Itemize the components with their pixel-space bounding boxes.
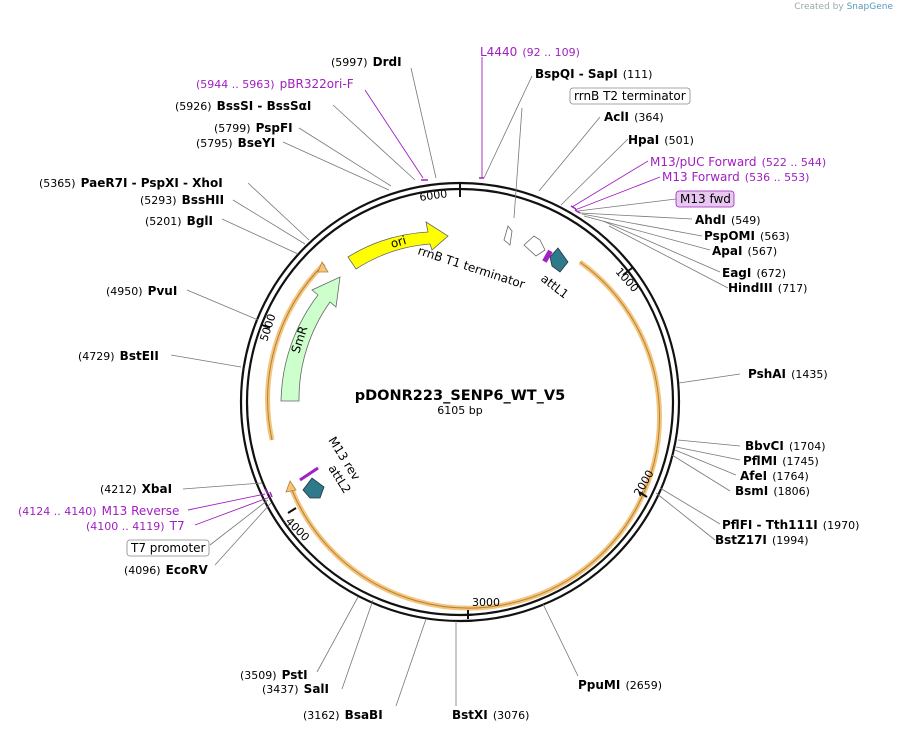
label-hpai: HpaI (501): [628, 129, 694, 148]
label-bsmi: BsmI (1806): [735, 480, 810, 499]
label-ecorv: (4096) EcoRV: [124, 559, 208, 578]
label-ppumi: PpuMI (2659): [578, 674, 662, 693]
label-eagi: EagI (672): [722, 262, 786, 281]
smr-feature[interactable]: [280, 276, 341, 402]
rrnb-t2-label-box: [569, 87, 691, 105]
m13-fwd-label-box: [675, 190, 735, 208]
insert-band: [287, 259, 663, 611]
ori-label: ori: [389, 233, 408, 251]
label-pbr322ori: (5944 .. 5963) pBR322ori-F: [196, 73, 354, 92]
label-bseyi: (5795) BseYI: [196, 132, 275, 151]
label-drdi: (5997) DrdI: [331, 51, 402, 70]
label-bsshii: (5293) BssHII: [140, 189, 224, 208]
label-m13forward: M13 Forward (536 .. 553): [662, 166, 809, 185]
plasmid-name: pDONR223_SENP6_WT_V5: [355, 388, 565, 404]
t7-promoter-label-box: [126, 539, 210, 557]
label-pspomi: PspOMI (563): [704, 225, 790, 244]
label-acli: AclI (364): [604, 106, 664, 125]
label-bspqi: BspQI - SapI (111): [535, 63, 652, 82]
rrnb-t1-label: rrnB T1 terminator: [416, 244, 527, 292]
t7-promoter-label: T7 promoter: [130, 541, 206, 555]
ticks: [261, 183, 648, 619]
primer-marks: [264, 177, 581, 498]
label-bsabi: (3162) BsaBI: [303, 704, 383, 723]
label-bbvci: BbvCI (1704): [745, 435, 826, 454]
attl1-feature[interactable]: [549, 247, 569, 273]
insert-band-inner: [289, 261, 661, 609]
snapgene-credit: Created by SnapGene: [794, 2, 893, 12]
label-pflmi: PflMI (1745): [743, 450, 819, 469]
label-pspfi: (5799) PspFI: [214, 117, 293, 136]
tick-label-1000: 1000: [613, 265, 641, 295]
label-psti: (3509) PstI: [240, 664, 308, 683]
insert-band-arrow: [317, 261, 329, 273]
ori-feature[interactable]: [347, 221, 449, 270]
label-m13puc: M13/pUC Forward (522 .. 544): [650, 151, 826, 170]
label-pvui: (4950) PvuI: [106, 280, 177, 299]
rrnb-t2-label: rrnB T2 terminator: [574, 89, 686, 103]
attl1-label: attL1: [538, 271, 571, 301]
label-pshai: PshAI (1435): [748, 363, 828, 382]
attl1-primer-mark: [542, 249, 553, 263]
insert-band-arrow-2: [285, 480, 297, 493]
credit-brand: SnapGene: [846, 2, 893, 12]
label-apai: ApaI (567): [712, 240, 777, 259]
tick-label-6000: 6000: [419, 187, 449, 204]
label-sali: (3437) SalI: [262, 678, 329, 697]
label-bsteii: (4729) BstEII: [78, 345, 159, 364]
plasmid-length: 6105 bp: [437, 404, 482, 417]
label-bstxi: BstXI (3076): [452, 704, 529, 723]
label-m13reverse: (4124 .. 4140) M13 Reverse: [18, 500, 179, 519]
label-paer7i: (5365) PaeR7I - PspXI - XhoI: [39, 172, 223, 191]
label-afei: AfeI (1764): [740, 465, 809, 484]
smr-band-inner: [267, 263, 325, 441]
label-bsssi: (5926) BssSI - BssSαI: [175, 95, 311, 114]
leader-lines: [170, 57, 741, 707]
attl2-feature[interactable]: [302, 477, 325, 499]
label-xbai: (4212) XbaI: [100, 478, 172, 497]
label-pflfi: PflFI - Tth111I (1970): [722, 514, 859, 533]
m13-fwd-label: M13 fwd: [680, 192, 731, 206]
m13-rev-mark: [299, 466, 319, 482]
label-l4440: L4440 (92 .. 109): [480, 41, 580, 60]
label-ahdi: AhdI (549): [695, 209, 761, 228]
label-bstz17i: BstZ17I (1994): [715, 529, 809, 548]
label-t7: (4100 .. 4119) T7: [86, 515, 185, 534]
credit-prefix: Created by: [794, 2, 844, 12]
tick-label-3000: 3000: [472, 596, 500, 609]
label-bgli: (5201) BglI: [145, 210, 213, 229]
label-hindiii: HindIII (717): [728, 277, 807, 296]
rrnb-t1-feature[interactable]: [523, 235, 546, 257]
rrnb-t2-feature[interactable]: [503, 225, 513, 246]
